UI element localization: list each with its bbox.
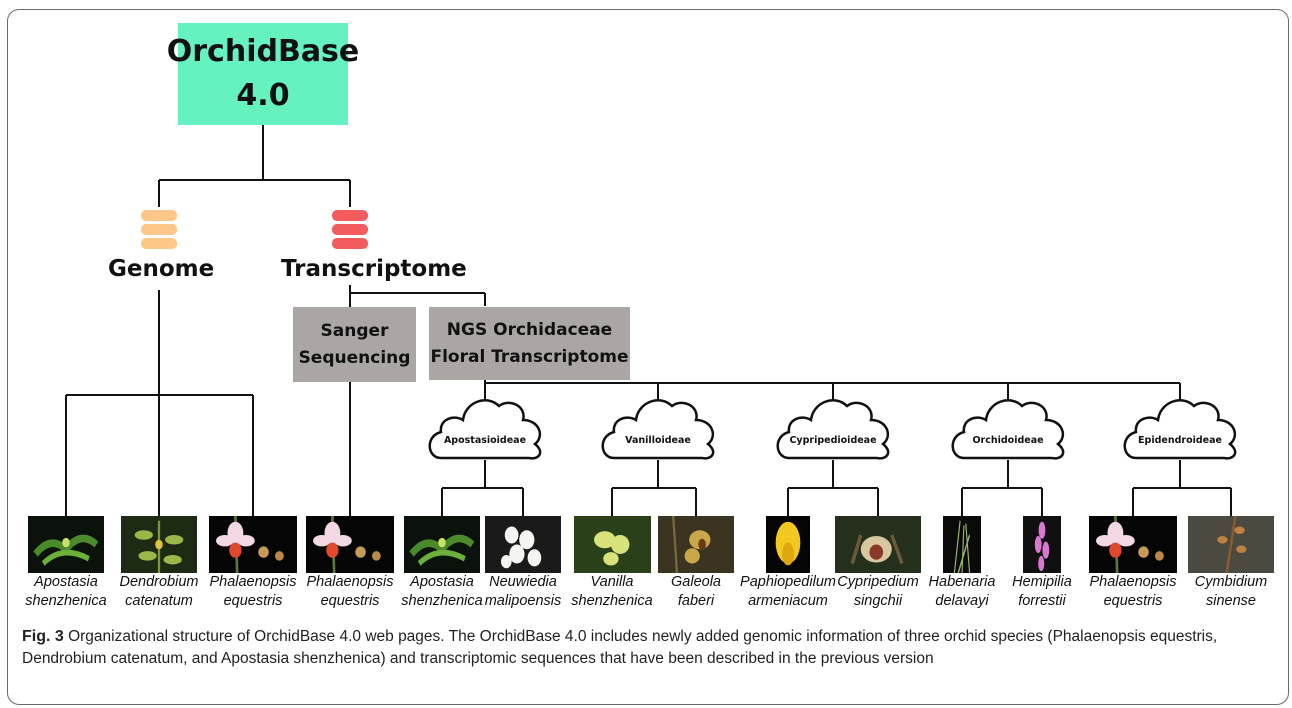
species-epithet: shenzhenica	[401, 593, 483, 609]
species-photo	[943, 516, 981, 573]
species-name: Vanilla shenzhenica	[557, 573, 667, 611]
subfamily-label: Cypripedioideae	[789, 435, 877, 446]
subfamily-label: Vanilloideae	[625, 435, 691, 446]
species-genus: Galeola	[671, 574, 721, 590]
species-name: Phalaenopsis equestris	[295, 573, 405, 611]
species-photo	[306, 516, 394, 573]
species-epithet: shenzhenica	[25, 593, 107, 609]
sanger-sequencing-box: Sanger Sequencing	[293, 307, 416, 382]
species-epithet: armeniacum	[748, 593, 828, 609]
species-genus: Cypripedium	[837, 574, 919, 590]
root-title: OrchidBase	[166, 34, 360, 69]
species-epithet: singchii	[853, 593, 903, 609]
species-name: Apostasia shenzhenica	[11, 573, 121, 611]
species-genus: Paphiopedilum	[740, 574, 836, 590]
species-name: Cypripedium singchii	[823, 573, 933, 611]
species-name: Paphiopedilum armeniacum	[733, 573, 843, 611]
species-name: Apostasia shenzhenica	[387, 573, 497, 611]
species-name: Phalaenopsis equestris	[1078, 573, 1188, 611]
species-epithet: shenzhenica	[571, 593, 653, 609]
ngs-line1: NGS Orchidaceae	[446, 319, 613, 340]
species-genus: Cymbidium	[1194, 574, 1268, 590]
caption-text: Organizational structure of OrchidBase 4…	[22, 628, 1218, 667]
figure-frame	[7, 9, 1289, 705]
caption-label: Fig. 3	[22, 628, 64, 645]
species-photo	[766, 516, 810, 573]
species-photo	[121, 516, 197, 573]
species-photo	[573, 516, 651, 573]
species-epithet: malipoensis	[484, 593, 562, 609]
subfamily-label: Epidendroideae	[1138, 435, 1222, 446]
cloud-icon	[951, 399, 1065, 460]
cloud-icon	[1123, 399, 1237, 460]
species-genus: Vanilla	[590, 574, 634, 590]
species-name: Neuwiedia malipoensis	[468, 573, 578, 611]
species-epithet: catenatum	[125, 593, 193, 609]
ngs-floral-transcriptome-box: NGS Orchidaceae Floral Transcriptome	[429, 307, 630, 380]
species-name: Dendrobium catenatum	[104, 573, 214, 611]
species-epithet: delavayi	[935, 593, 989, 609]
subfamily-label: Apostasioideae	[443, 435, 527, 446]
connector-lines	[65, 125, 1232, 516]
species-genus: Phalaenopsis	[1089, 574, 1177, 590]
species-photo	[1023, 516, 1061, 573]
species-name: Galeola faberi	[641, 573, 751, 611]
transcriptome-label: Transcriptome	[281, 256, 467, 282]
genome-label: Genome	[108, 256, 215, 282]
species-epithet: equestris	[223, 593, 283, 609]
cloud-icon	[428, 399, 542, 460]
database-icon-transcriptome	[332, 210, 368, 249]
species-photo	[485, 516, 561, 573]
species-epithet: equestris	[320, 593, 380, 609]
orchidbase-root-box: OrchidBase 4.0	[167, 23, 359, 125]
species-photo	[1188, 516, 1274, 573]
species-name: Hemipilia forrestii	[987, 573, 1097, 611]
species-name: Phalaenopsis equestris	[198, 573, 308, 611]
species-genus: Habenaria	[928, 574, 996, 590]
cloud-icon	[601, 399, 715, 460]
species-epithet: forrestii	[1018, 593, 1066, 609]
species-genus: Apostasia	[34, 574, 98, 590]
species-photo	[1089, 516, 1177, 573]
species-epithet: equestris	[1103, 593, 1163, 609]
species-photo	[209, 516, 297, 573]
sanger-line2: Sequencing	[298, 347, 411, 368]
species-genus: Hemipilia	[1012, 574, 1072, 590]
species-photo	[404, 516, 480, 573]
species-epithet: sinense	[1206, 593, 1256, 609]
root-version: 4.0	[236, 78, 290, 113]
species-photo	[835, 516, 921, 573]
database-icon-genome	[141, 210, 177, 249]
sanger-line1: Sanger	[320, 320, 389, 341]
species-epithet: faberi	[677, 593, 715, 609]
species-genus: Apostasia	[410, 574, 474, 590]
species-genus: Phalaenopsis	[306, 574, 394, 590]
species-genus: Neuwiedia	[489, 574, 557, 590]
species-genus: Phalaenopsis	[209, 574, 297, 590]
figure-caption: Fig. 3 Organizational structure of Orchi…	[22, 626, 1272, 670]
species-photo	[658, 516, 734, 573]
species-name: Habenaria delavayi	[907, 573, 1017, 611]
species-name: Cymbidium sinense	[1176, 573, 1286, 611]
species-genus: Dendrobium	[119, 574, 199, 590]
species-photo	[28, 516, 104, 573]
ngs-line2: Floral Transcriptome	[430, 346, 629, 367]
subfamily-label: Orchidoideae	[972, 435, 1044, 446]
cloud-icon	[776, 399, 890, 460]
